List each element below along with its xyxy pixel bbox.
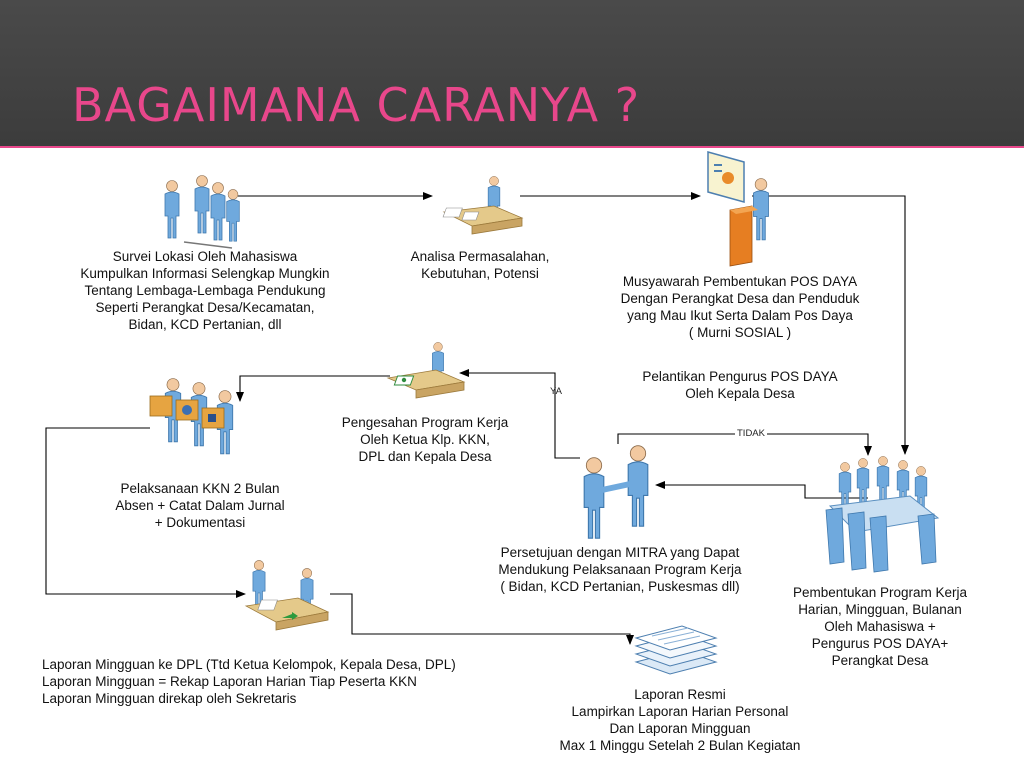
document-signing-icon (386, 342, 466, 399)
desk-worker-icon (442, 176, 524, 235)
report-review-icon (244, 560, 330, 631)
slide-header: BAGAIMANA CARANYA ? (0, 0, 1024, 146)
edge-laporan-resmi (330, 593, 634, 645)
flow-diagram (45, 151, 940, 675)
edge-label-tidak: TIDAK (735, 428, 767, 439)
document-stack-icon (634, 625, 718, 675)
edge-ya (459, 369, 580, 459)
meeting-table-icon (825, 456, 940, 573)
box-carriers-icon (149, 378, 234, 455)
edge-pembentukan-persetujuan (655, 481, 868, 499)
edge-label-ya: YA (550, 386, 562, 397)
label-laporan-mingguan: Laporan Mingguan ke DPL (Ttd Ketua Kelom… (42, 657, 456, 706)
edge-musyawarah-meeting (752, 195, 909, 455)
edge-pengesahan-pelaksanaan (236, 375, 390, 402)
presenter-podium-icon (707, 151, 769, 267)
label-analisa: Analisa Permasalahan,Kebutuhan, Potensi (410, 249, 550, 281)
handshake-icon (583, 445, 649, 539)
edge-pelaksanaan-laporan (45, 427, 246, 598)
slide-title: BAGAIMANA CARANYA ? (72, 78, 641, 132)
people-group-icon (164, 175, 240, 249)
